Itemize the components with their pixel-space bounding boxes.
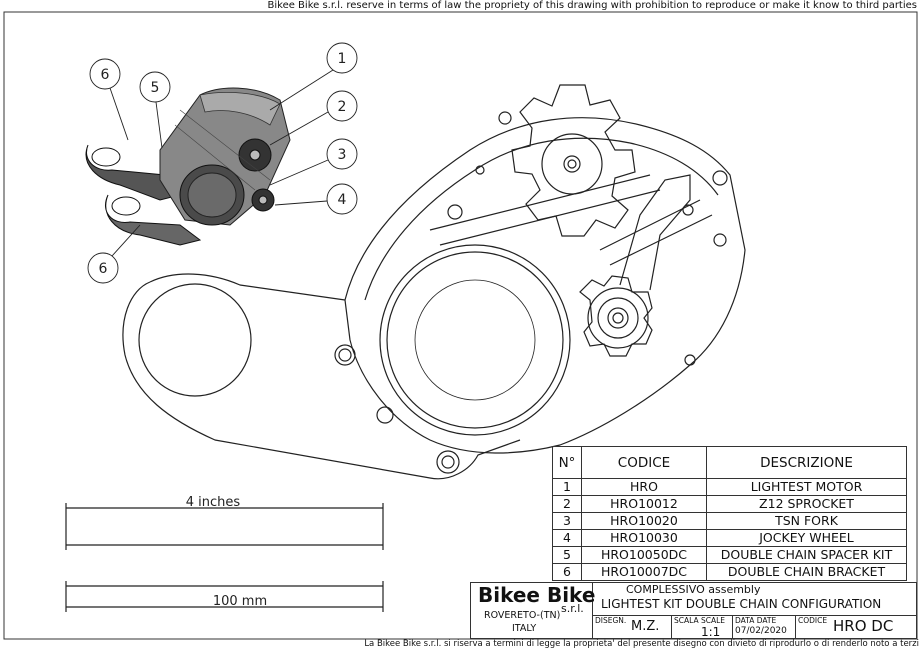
company-cell <box>470 582 593 639</box>
header-description: DESCRIZIONE <box>706 446 907 479</box>
parts-table: N° CODICE DESCRIZIONE 1 HRO LIGHTEST MOT… <box>552 446 907 581</box>
row-description: DOUBLE CHAIN SPACER KIT <box>706 546 907 564</box>
scale-bar-mm <box>65 581 384 612</box>
assembly-label: COMPLESSIVO assembly <box>626 583 761 596</box>
company-location: ROVERETO-(TN) <box>484 610 561 621</box>
codice-cell <box>795 615 917 639</box>
row-code: HRO <box>581 478 707 496</box>
row-number: 2 <box>552 495 582 513</box>
scala-label: SCALA SCALE <box>674 616 726 625</box>
table-row: 4 HRO10030 JOCKEY WHEEL <box>552 529 907 547</box>
callout-2 <box>326 90 358 122</box>
codice-label: CODICE <box>798 616 828 625</box>
table-row: 3 HRO10020 TSN FORK <box>552 512 907 530</box>
row-code: HRO10012 <box>581 495 707 513</box>
callout-6-top-label: 6 <box>101 67 110 83</box>
header-code: CODICE <box>581 446 707 479</box>
callout-3 <box>326 138 358 170</box>
footer-copyright-note: La Bikee Bike s.r.l. si riserva a termin… <box>364 639 919 649</box>
disegn-value: M.Z. <box>631 619 660 634</box>
callout-6-top <box>89 58 121 90</box>
table-row: 2 HRO10012 Z12 SPROCKET <box>552 495 907 513</box>
codice-value: HRO DC <box>833 617 894 635</box>
company-suffix: s.r.l. <box>561 602 584 615</box>
row-description: LIGHTEST MOTOR <box>706 478 907 496</box>
callout-1 <box>326 42 358 74</box>
row-number: 6 <box>552 563 582 581</box>
data-value: 07/02/2020 <box>735 626 787 636</box>
callout-4 <box>326 183 358 215</box>
disegn-label: DISEGN. <box>595 616 627 625</box>
row-description: DOUBLE CHAIN BRACKET <box>706 563 907 581</box>
parts-table-header: N° CODICE DESCRIZIONE <box>552 446 907 479</box>
row-number: 4 <box>552 529 582 547</box>
motor-isometric-view <box>85 87 291 246</box>
callout-4-label: 4 <box>338 192 347 208</box>
row-code: HRO10030 <box>581 529 707 547</box>
callout-6-bottom-label: 6 <box>99 261 108 277</box>
callout-3-label: 3 <box>338 147 347 163</box>
callout-6-bottom <box>87 252 119 284</box>
callout-5 <box>139 71 171 103</box>
row-code: HRO10050DC <box>581 546 707 564</box>
scale-bar-inches-label: 4 inches <box>186 495 241 510</box>
row-number: 5 <box>552 546 582 564</box>
table-row: 6 HRO10007DC DOUBLE CHAIN BRACKET <box>552 563 907 581</box>
header-number: N° <box>552 446 582 479</box>
row-description: TSN FORK <box>706 512 907 530</box>
row-description: Z12 SPROCKET <box>706 495 907 513</box>
row-code: HRO10020 <box>581 512 707 530</box>
scale-bar-mm-label: 100 mm <box>213 594 267 609</box>
scala-value: 1:1 <box>701 625 721 639</box>
company-name: Bikee Bike <box>478 583 596 607</box>
callout-5-label: 5 <box>151 80 160 96</box>
table-row: 1 HRO LIGHTEST MOTOR <box>552 478 907 496</box>
callout-2-label: 2 <box>338 99 347 115</box>
callout-1-label: 1 <box>338 51 347 67</box>
scale-bar-inches <box>65 503 384 550</box>
company-country: ITALY <box>512 623 537 634</box>
assembly-name: LIGHTEST KIT DOUBLE CHAIN CONFIGURATION <box>601 597 882 611</box>
callouts <box>87 42 358 284</box>
row-number: 3 <box>552 512 582 530</box>
row-number: 1 <box>552 478 582 496</box>
header-copyright-note: Bikee Bike s.r.l. reserve in terms of la… <box>267 0 918 11</box>
motor-outline-drawing <box>122 84 746 480</box>
row-code: HRO10007DC <box>581 563 707 581</box>
row-description: JOCKEY WHEEL <box>706 529 907 547</box>
drawing-frame <box>3 11 918 640</box>
table-row: 5 HRO10050DC DOUBLE CHAIN SPACER KIT <box>552 546 907 564</box>
data-label: DATA DATE <box>735 616 777 625</box>
